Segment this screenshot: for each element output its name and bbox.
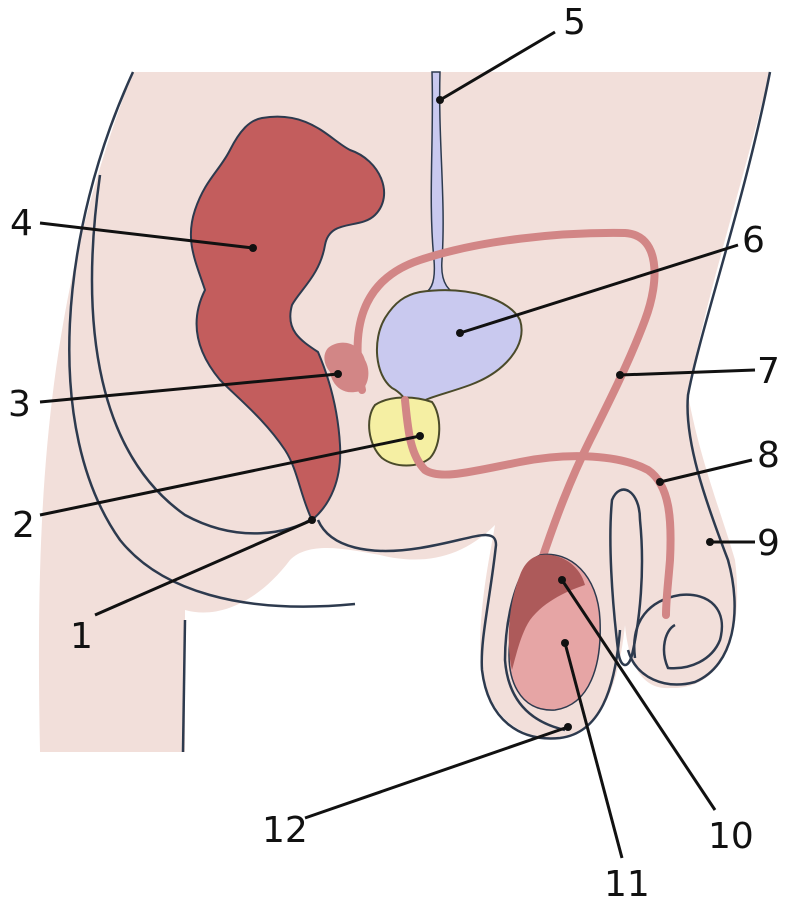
- dot-3: [334, 370, 342, 378]
- label-1: 1: [70, 616, 93, 657]
- label-12: 12: [262, 810, 308, 851]
- dot-11: [561, 639, 569, 647]
- dot-4: [249, 244, 257, 252]
- dot-2: [416, 432, 424, 440]
- label-9: 9: [757, 523, 780, 564]
- dot-10: [558, 576, 566, 584]
- dot-8: [656, 478, 664, 486]
- dot-5: [436, 96, 444, 104]
- label-11: 11: [604, 864, 650, 904]
- label-5: 5: [563, 2, 586, 43]
- dot-6: [456, 329, 464, 337]
- label-10: 10: [708, 816, 754, 857]
- label-3: 3: [8, 384, 31, 425]
- dot-1: [308, 516, 316, 524]
- label-6: 6: [742, 220, 765, 261]
- dot-7: [616, 371, 624, 379]
- leader-12: [305, 727, 568, 818]
- label-8: 8: [757, 435, 780, 476]
- dot-9: [706, 538, 714, 546]
- dot-12: [564, 723, 572, 731]
- label-7: 7: [757, 351, 780, 392]
- label-2: 2: [12, 505, 35, 546]
- label-4: 4: [10, 203, 33, 244]
